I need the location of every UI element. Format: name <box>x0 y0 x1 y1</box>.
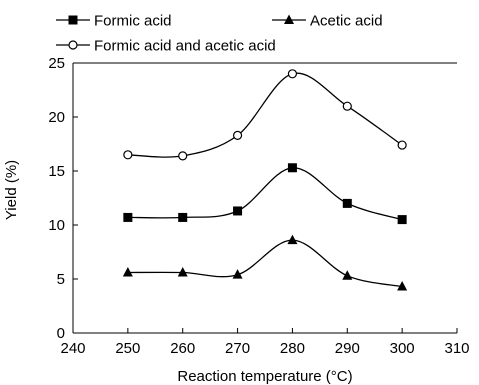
y-tick-label: 25 <box>48 55 65 72</box>
data-point <box>287 69 298 79</box>
data-point <box>287 234 298 245</box>
y-tick-label: 15 <box>48 163 65 180</box>
x-tick-label: 280 <box>280 340 305 357</box>
data-point <box>232 130 243 140</box>
data-point <box>123 150 133 160</box>
series-3 <box>123 69 407 161</box>
legend-marker <box>284 14 294 24</box>
plot-series <box>122 69 408 291</box>
axes: 0 5 10 15 20 25 240 250 260 270 280 290 300 310 <box>48 55 469 357</box>
x-tick-label: 240 <box>60 340 85 357</box>
legend-label: Acetic acid <box>310 13 383 30</box>
data-point <box>177 267 188 277</box>
series-line <box>127 167 403 221</box>
x-tick-label: 250 <box>115 340 140 357</box>
legend-item: Acetic acid <box>272 13 383 30</box>
data-point <box>122 267 133 277</box>
y-tick-label: 0 <box>57 325 65 342</box>
series-1 <box>123 163 407 225</box>
data-point <box>178 212 188 222</box>
x-tick-label: 290 <box>335 340 360 357</box>
data-point <box>397 215 407 225</box>
x-tick-label: 270 <box>225 340 250 357</box>
data-point <box>123 212 133 222</box>
legend-label: Formic acid <box>94 13 172 30</box>
data-point <box>397 140 407 150</box>
data-point <box>342 270 353 280</box>
y-tick-label: 20 <box>48 109 65 126</box>
x-tick-label: 260 <box>170 340 195 357</box>
legend-item: Formic acid and acetic acid <box>56 38 276 55</box>
legend-label: Formic acid and acetic acid <box>94 38 276 55</box>
y-tick-label: 10 <box>48 217 65 234</box>
x-tick-label: 310 <box>444 340 469 357</box>
y-tick-label: 5 <box>57 271 65 288</box>
data-point <box>178 151 188 161</box>
series-2 <box>122 234 408 291</box>
legend-item: Formic acid <box>56 13 172 30</box>
data-point <box>397 281 408 291</box>
legend-marker <box>68 40 78 50</box>
data-point <box>342 101 352 111</box>
x-tick-label: 300 <box>390 340 415 357</box>
data-point <box>287 163 297 173</box>
series-line <box>127 239 403 288</box>
series-line <box>127 72 403 158</box>
data-point <box>232 269 243 279</box>
legend-marker <box>68 15 78 25</box>
data-point <box>342 198 352 208</box>
x-axis-label: Reaction temperature (°C) <box>177 368 352 385</box>
y-axis-label: Yield (%) <box>3 160 20 220</box>
data-point <box>233 206 243 216</box>
